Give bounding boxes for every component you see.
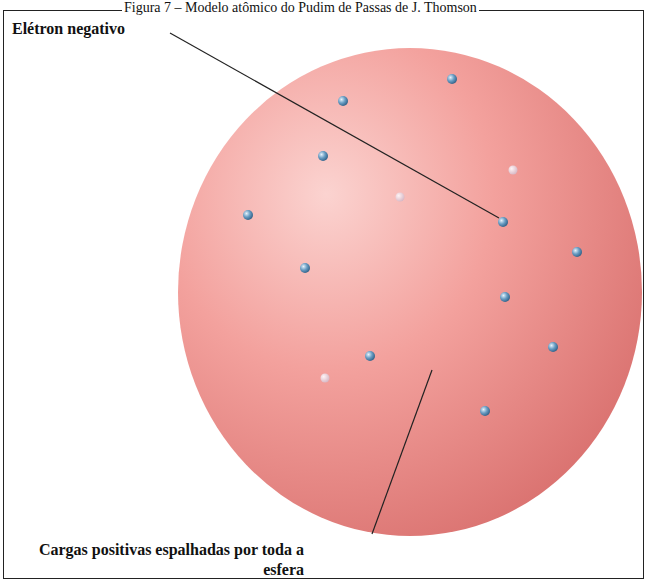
- leader-line: [170, 33, 499, 218]
- leader-line: [372, 370, 432, 534]
- figure-title: Figura 7 – Modelo atômico do Pudim de Pa…: [122, 0, 479, 16]
- positive-sphere: [178, 48, 642, 536]
- sphere-label: Cargas positivas espalhadas por toda a e…: [36, 540, 304, 580]
- electron-label: Elétron negativo: [12, 20, 125, 38]
- electrons: [243, 74, 582, 416]
- figure-frame: [4, 11, 644, 579]
